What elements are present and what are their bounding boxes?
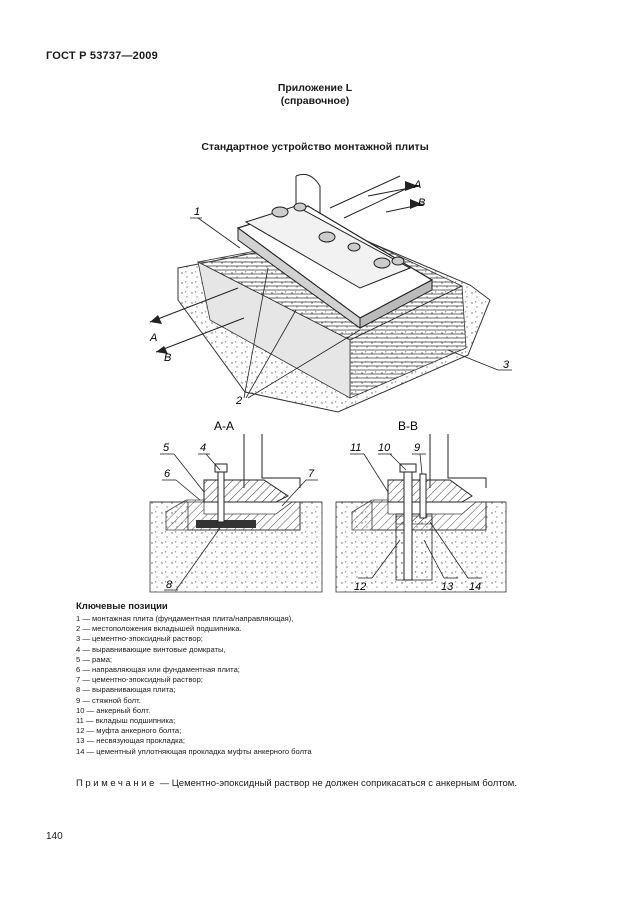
- key-item: 3 — цементно-эпоксидный раствор;: [76, 634, 203, 644]
- figure-title: Стандартное устройство монтажной плиты: [201, 141, 429, 153]
- note-prefix: Примечание: [76, 778, 157, 789]
- note-text: — Цементно-эпоксидный раствор не должен …: [157, 778, 517, 789]
- callout-10: 10: [378, 442, 391, 454]
- callout-3: 3: [503, 359, 510, 371]
- key-item: 1 — монтажная плита (фундаментная плита/…: [76, 614, 294, 623]
- callout-7: 7: [308, 468, 315, 480]
- section-aa-title: А-А: [214, 419, 234, 433]
- key-item: 5 — рама;: [76, 654, 113, 664]
- key-item: 10 — анкерный болт.: [76, 705, 151, 715]
- callout-1: 1: [194, 206, 200, 218]
- key-item: 13 — несвязующая прокладка;: [76, 736, 185, 746]
- cut-label-b-left: B: [164, 352, 171, 364]
- appendix-subtitle: (справочное): [280, 95, 350, 107]
- key-item: 4 — выравнивающие винтовые домкраты,: [76, 644, 226, 654]
- cut-label-a-top: A: [413, 179, 421, 191]
- cut-label-b-top: B: [418, 197, 425, 209]
- callout-5: 5: [163, 442, 170, 454]
- callout-6: 6: [164, 468, 171, 480]
- key-positions-list: 1 — монтажная плита (фундаментная плита/…: [76, 614, 312, 757]
- callout-14: 14: [469, 581, 481, 593]
- key-item: 12 — муфта анкерного болта;: [76, 726, 182, 736]
- mounting-plate-figure: A B A B 1 2 3 А-А: [149, 173, 512, 593]
- key-positions-heading: Ключевые позиции: [76, 601, 168, 612]
- document-header: ГОСТ Р 53737—2009: [46, 50, 158, 62]
- key-item: 7 — цементно-эпоксидный раствор;: [76, 675, 203, 685]
- callout-8: 8: [166, 579, 173, 591]
- key-item: 2 — местоположения вкладышей подшипника.: [76, 624, 242, 634]
- key-item: 14 — цементный уплотняющая прокладка муф…: [76, 746, 312, 756]
- page-number: 140: [46, 831, 63, 842]
- key-item: 8 — выравнивающая плита;: [76, 685, 176, 695]
- appendix-title: Приложение L: [277, 82, 353, 94]
- key-item: 9 — стяжной болт.: [76, 695, 141, 705]
- section-bb-title: В-В: [398, 419, 418, 433]
- section-aa: А-А 5 4 6 7 8: [149, 419, 323, 593]
- callout-2: 2: [235, 395, 242, 407]
- note: Примечание — Цементно-эпоксидный раствор…: [76, 778, 517, 789]
- isometric-view: A B A B 1 2 3: [149, 173, 512, 413]
- key-item: 11 — вкладыш подшипника;: [76, 716, 176, 726]
- callout-13: 13: [441, 581, 454, 593]
- callout-4: 4: [200, 442, 206, 454]
- section-bb: В-В 11 10 9 12 13 14: [335, 419, 507, 593]
- callout-12: 12: [354, 581, 366, 593]
- key-item: 6 — направляющая или фундаментная плита;: [76, 665, 240, 675]
- cut-label-a-left: A: [149, 332, 157, 344]
- callout-11: 11: [350, 442, 361, 454]
- callout-9: 9: [414, 442, 420, 454]
